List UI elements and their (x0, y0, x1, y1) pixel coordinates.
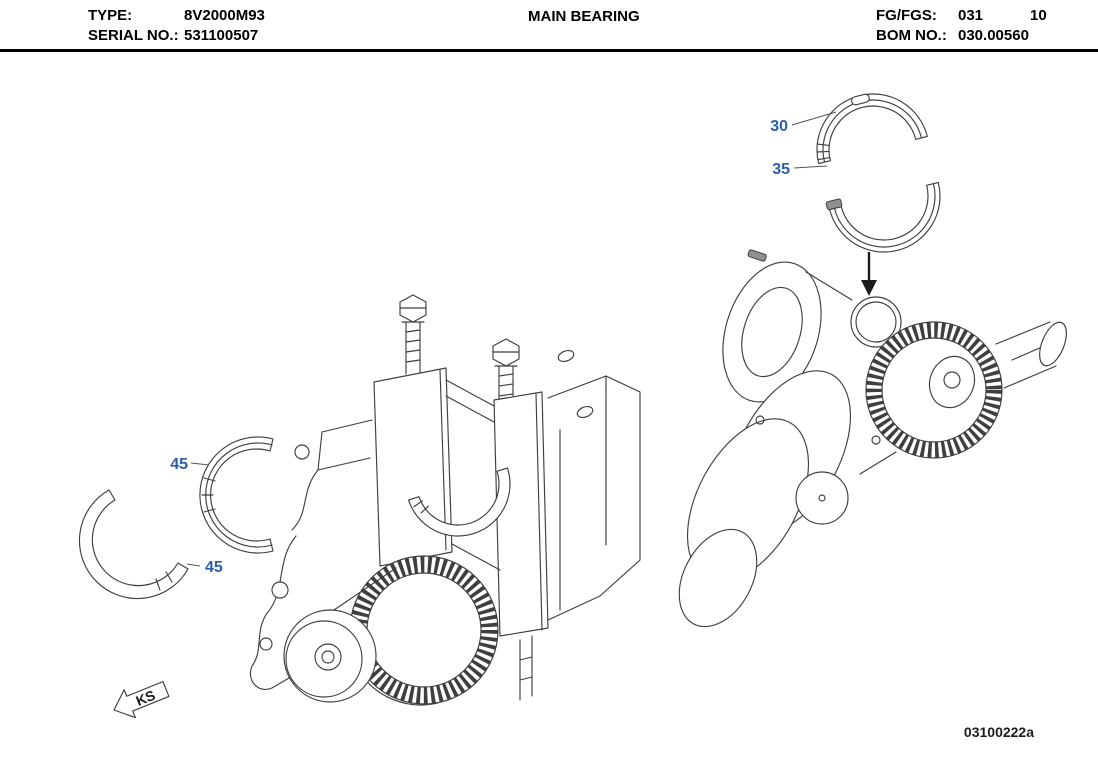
fg-label: FG/FGS: (876, 7, 937, 24)
ks-arrow: KS (108, 675, 171, 724)
bom-value: 030.00560 (958, 27, 1029, 44)
bearing-cap-bolt-1 (400, 295, 426, 374)
callout-30-leader (792, 112, 836, 125)
ks-arrow-label: KS (133, 687, 157, 709)
callout-45-lower-leader (187, 564, 200, 566)
bom-label: BOM NO.: (876, 27, 947, 44)
crankshaft-assembly (663, 249, 1072, 640)
thrust-washer-left (79, 490, 188, 599)
callout-35-leader (794, 166, 827, 168)
callout-45-lower-label: 45 (205, 559, 223, 576)
main-bearing-journal (851, 297, 901, 347)
bearing-cap-bolt-2 (493, 339, 519, 412)
type-value: 8V2000M93 (184, 7, 265, 24)
serial-label: SERIAL NO.: (88, 27, 179, 44)
drawing-number: 03100222a (964, 724, 1034, 740)
thrust-washer-right (200, 437, 273, 553)
bearing-locating-tab (826, 199, 842, 210)
upper-bearing-shell (805, 82, 927, 163)
callout-45-upper-label: 45 (170, 456, 188, 473)
page-header: TYPE: 8V2000M93 SERIAL NO.: 531100507 MA… (0, 0, 1098, 52)
engine-block (250, 295, 640, 705)
timing-gear (350, 556, 498, 705)
install-direction-arrow-icon (861, 252, 877, 296)
page-title: MAIN BEARING (528, 8, 640, 25)
header-right-block: FG/FGS: 031 10 BOM NO.: 030.00560 (876, 6, 1047, 46)
lower-bearing-shell (826, 175, 952, 265)
crankshaft-gear (866, 322, 1002, 458)
callout-45-upper-leader (191, 463, 209, 465)
bearing-cap-right (494, 392, 548, 636)
bearing-lug-slot (851, 93, 870, 105)
callout-30-label: 30 (770, 118, 788, 135)
crank-pin (796, 472, 848, 524)
fg-value: 031 (958, 7, 984, 24)
hub-pulley (284, 568, 396, 702)
fg-suffix: 10 (1030, 7, 1047, 24)
header-left-block: TYPE: 8V2000M93 SERIAL NO.: 531100507 (88, 6, 265, 46)
bearing-cap-left (374, 368, 452, 566)
type-label: TYPE: (88, 7, 133, 24)
seated-bearing-shell (409, 468, 524, 550)
serial-value: 531100507 (184, 27, 259, 44)
callout-35-label: 35 (772, 161, 790, 178)
